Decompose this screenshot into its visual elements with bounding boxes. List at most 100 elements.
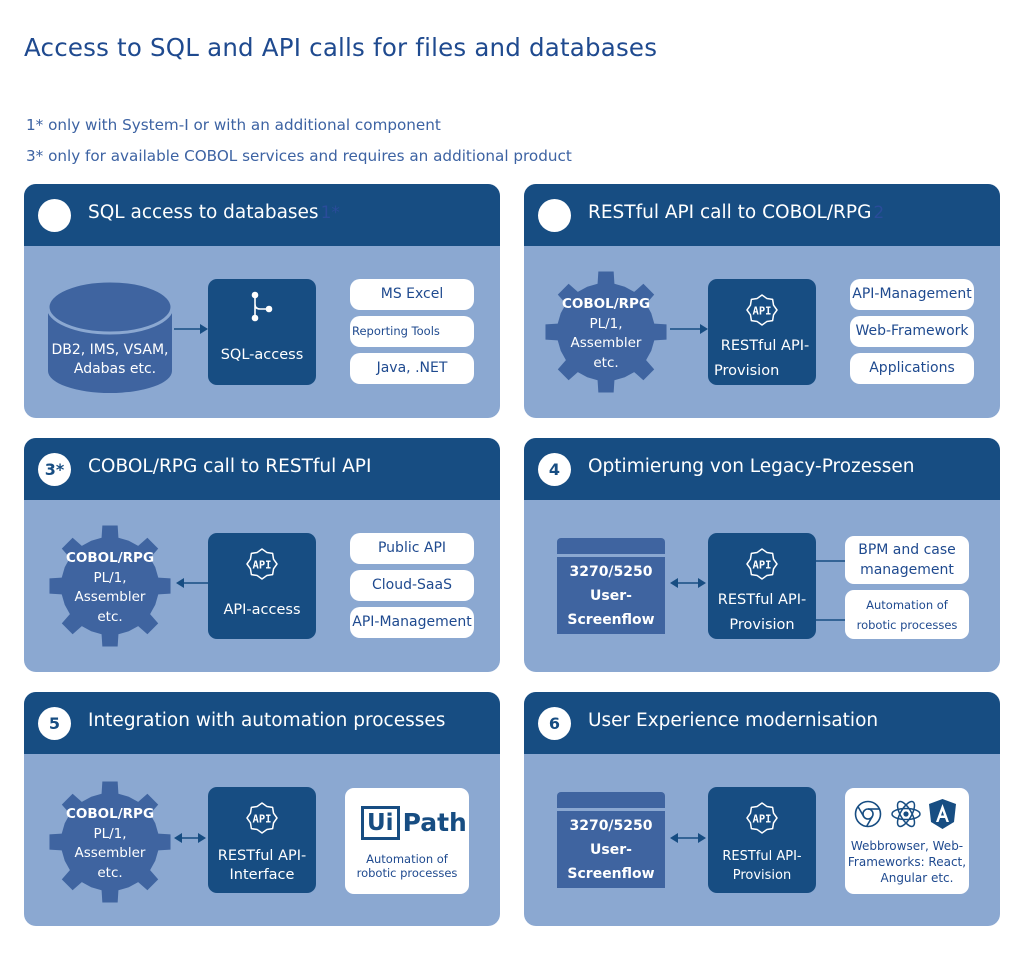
panel-title-text: Integration with automation processes [88,710,446,731]
core-label-line: RESTful API- [720,338,810,354]
api-icon-text: API [253,560,272,572]
core-label: SQL-access [220,347,304,363]
terminal-label-line: 3270/5250 [569,564,653,580]
target-applications: Applications [850,353,974,384]
target-robotic-automation: Automation of robotic processes [845,590,969,639]
restful-api-provision-box: API RESTful API- Provision [708,533,816,639]
arrow-bidirectional [174,833,206,843]
terminal-label-line: User- [590,842,632,858]
gear-icon [545,271,667,393]
target-line: BPM and case [858,542,956,558]
api-icon-text: API [753,814,772,826]
caption-line: Automation of [366,852,448,866]
number-badge: 3* [38,453,71,486]
gear-shape: COBOL/RPG PL/1, Assembler etc. [544,270,668,394]
panel-title-text: User Experience modernisation [588,710,879,731]
page-title: Access to SQL and API calls for files an… [24,33,658,62]
database-shape: DB2, IMS, VSAM, Adabas etc. [48,279,172,393]
core-label-line: Provision [714,363,780,379]
target-line: robotic processes [856,618,958,632]
gear-label-bold: COBOL/RPG [65,550,155,566]
gear-body [545,271,667,393]
gear-label: COBOL/RPG PL/1, Assembler etc. [48,549,172,627]
panel-title-text: SQL access to databases [88,202,319,223]
target-cloud-saas: Cloud-SaaS [350,570,474,601]
api-icon: API [246,802,278,834]
api-icon-text: API [753,306,772,318]
arrow-left [176,578,208,588]
gear-label-line: etc. [593,354,619,371]
panel-header: 3* COBOL/RPG call to RESTful API [24,438,500,500]
terminal-label-line: Screenflow [567,612,655,628]
gear-label-line: etc. [97,608,123,625]
database-label: DB2, IMS, VSAM, Adabas etc. [48,341,172,379]
terminal-label-line: 3270/5250 [569,818,653,834]
gear-label-line: PL/1, [93,825,127,842]
target-ms-excel: MS Excel [350,279,474,310]
gear-label-line: PL/1, [93,569,127,586]
database-label-line: DB2, IMS, VSAM, [51,342,169,358]
gear-label: COBOL/RPG PL/1, Assembler etc. [544,295,668,373]
uipath-logo-text: Path [402,808,467,837]
panel-title: Optimierung von Legacy-Prozessen [588,456,915,477]
arrow-bidirectional [670,833,706,843]
restful-api-interface-box: API RESTful API- Interface [208,787,316,893]
gear-label-line: etc. [97,864,123,881]
footnote-marker: 1* [320,203,340,223]
core-label: RESTful API- Provision [708,337,816,381]
core-label-line: RESTful API- [722,849,802,864]
api-access-box: API API-access [208,533,316,639]
panel-header: 6 User Experience modernisation [524,692,1000,754]
api-icon-text: API [753,560,772,572]
database-label-line: Adabas etc. [73,361,157,377]
target-public-api: Public API [350,533,474,564]
target-api-management: API-Management [850,279,974,310]
panel-title-text: RESTful API call to COBOL/RPG [588,202,872,223]
gear-icon [49,781,171,903]
panel-ux-modernisation: 6 User Experience modernisation 3270/525… [524,692,1000,926]
api-icon-text: API [253,814,272,826]
sql-access-box: SQL-access [208,279,316,385]
arrow-right [174,324,208,334]
panel-cobol-to-restful: 3* COBOL/RPG call to RESTful API COBOL/R… [24,438,500,672]
gear-label-line: Assembler [570,335,642,351]
terminal-label-line: User- [590,588,632,604]
core-label: API-access [223,602,301,618]
footnote-marker: 2 [873,203,885,223]
core-label-line: Provision [729,617,795,633]
terminal-label: 3270/5250 User- Screenflow [557,811,665,888]
api-icon: API [746,294,778,326]
panel-header: 5 Integration with automation processes [24,692,500,754]
gear-shape: COBOL/RPG PL/1, Assembler etc. [48,780,172,904]
panel-legacy-optimisation: 4 Optimierung von Legacy-Prozessen 3270/… [524,438,1000,672]
gear-label: COBOL/RPG PL/1, Assembler etc. [48,805,172,883]
restful-api-provision-box: API RESTful API- Provision [708,279,816,385]
core-label-line: Interface [229,867,295,883]
api-icon-outline [746,294,778,326]
terminal-label-line: Screenflow [567,866,655,882]
api-icon: API [746,548,778,580]
api-icon-outline [746,548,778,580]
web-frameworks-card: Webbrowser, Web- Frameworks: React, Angu… [845,788,969,894]
restful-api-provision-box: API RESTful API- Provision [708,787,816,893]
arrow-bidirectional [670,578,706,588]
terminal-label: 3270/5250 User- Screenflow [557,557,665,634]
number-badge [38,199,71,232]
react-icon [891,800,921,828]
terminal-titlebar [557,792,665,808]
number-badge: 5 [38,707,71,740]
connector-lines [816,560,846,621]
target-bpm-case-management: BPM and case management [845,536,969,584]
target-api-management: API-Management [350,607,474,638]
panel-title: COBOL/RPG call to RESTful API [88,456,371,477]
gear-label-bold: COBOL/RPG [65,806,155,822]
core-label-line: Provision [732,868,792,883]
api-icon: API [746,802,778,834]
core-label: RESTful API- Provision [708,847,816,885]
target-web-framework: Web-Framework [850,316,974,347]
